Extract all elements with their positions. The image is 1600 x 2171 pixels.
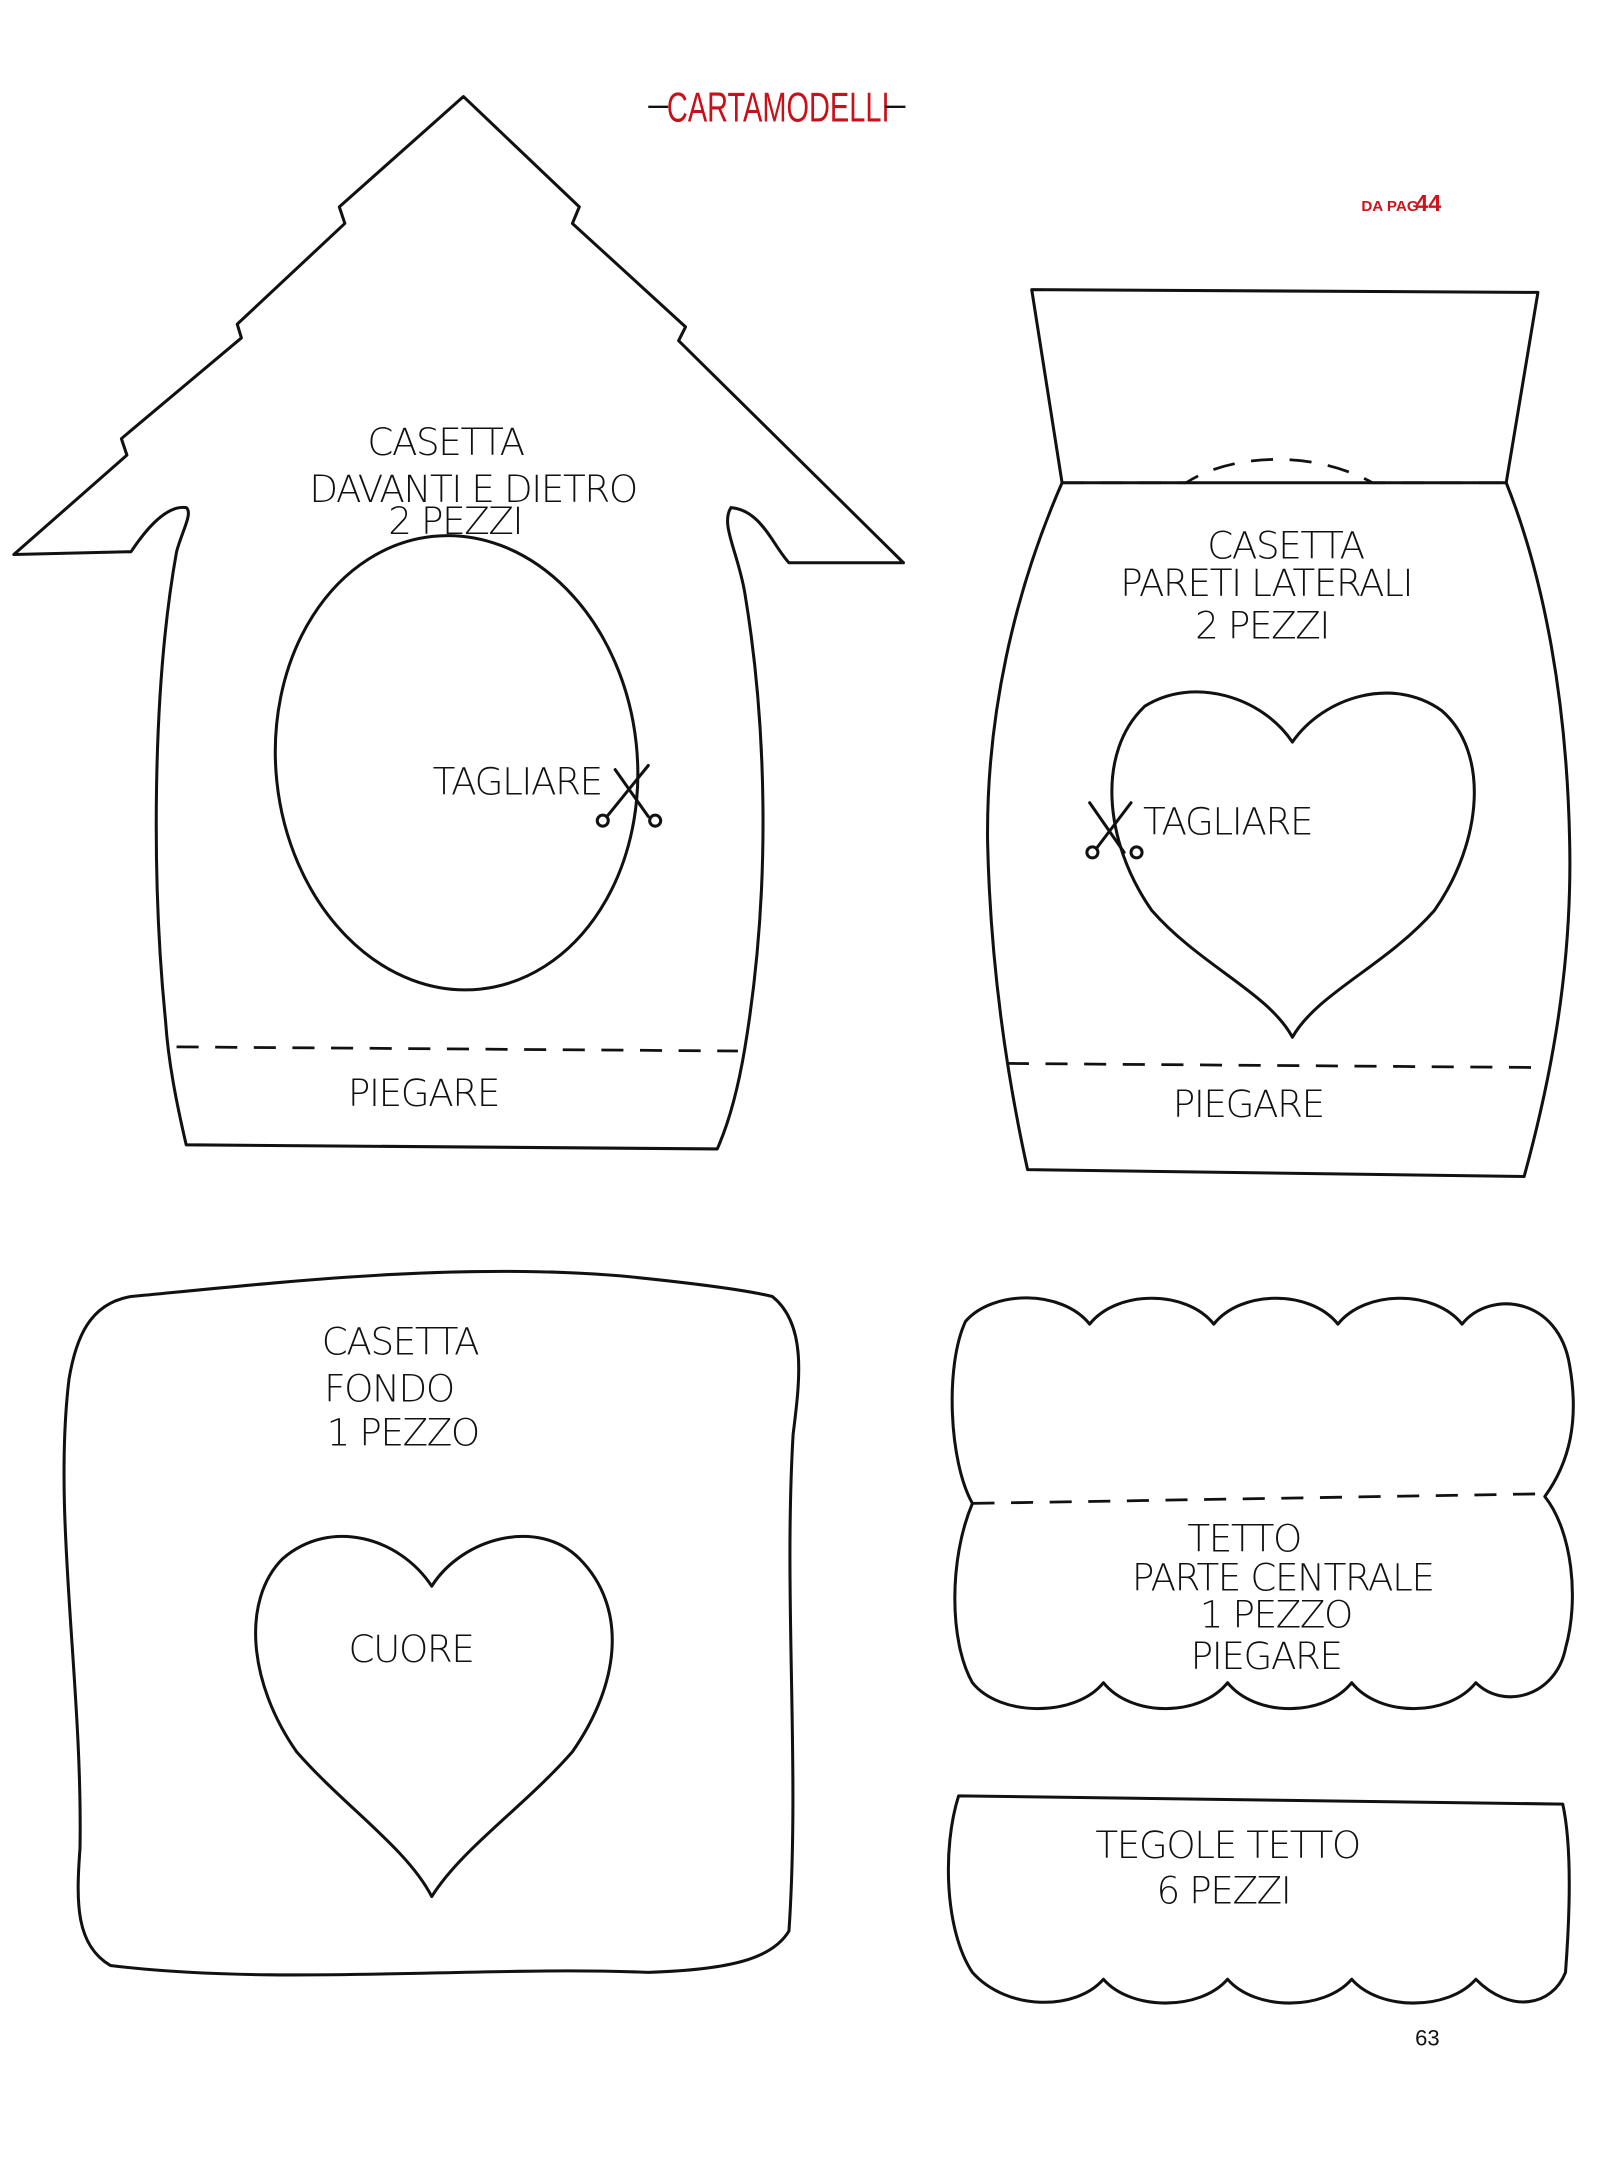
- piece-side-walls: CASETTA PARETI LATERALI 2 PEZZI TAGLIARE…: [986, 288, 1572, 1179]
- header-title: CARTAMODELLI: [667, 84, 890, 130]
- header-dash-right: –: [886, 84, 906, 124]
- front-back-line-1: CASETTA: [367, 420, 524, 464]
- roof-center-line-2: PARTE CENTRALE: [1132, 1555, 1434, 1599]
- header-dash-left: –: [648, 84, 668, 124]
- piece-roof-tiles: TEGOLE TETTO 6 PEZZI: [946, 1794, 1571, 2005]
- front-back-fold: PIEGARE: [348, 1071, 499, 1115]
- side-walls-cut: TAGLIARE: [1143, 799, 1312, 843]
- bottom-line-1: CASETTA: [322, 1319, 479, 1363]
- front-back-line-2: DAVANTI E DIETRO: [309, 467, 636, 511]
- side-walls-line-2: PARETI LATERALI: [1120, 561, 1412, 605]
- piece-bottom: CASETTA FONDO 1 PEZZO CUORE: [62, 1269, 801, 1977]
- piece-front-back: CASETTA DAVANTI E DIETRO 2 PEZZI TAGLIAR…: [12, 95, 905, 1151]
- scissors-icon: [1085, 801, 1144, 860]
- front-back-cut: TAGLIARE: [433, 759, 602, 803]
- roof-center-line-3: 1 PEZZO: [1200, 1593, 1352, 1637]
- bottom-heart-label: CUORE: [349, 1627, 474, 1671]
- side-walls-fold: PIEGARE: [1173, 1082, 1324, 1126]
- bottom-line-3: 1 PEZZO: [327, 1410, 479, 1454]
- piece-roof-center: TETTO PARTE CENTRALE 1 PEZZO PIEGARE: [950, 1296, 1575, 1710]
- ref-label: DA PAG: [1361, 198, 1418, 215]
- ref-page: 44: [1415, 190, 1441, 216]
- roof-tiles-line-2: 6 PEZZI: [1157, 1868, 1291, 1912]
- page-number: 63: [1415, 2025, 1440, 2050]
- roof-center-line-4: PIEGARE: [1191, 1634, 1342, 1678]
- roof-tiles-line-1: TEGOLE TETTO: [1095, 1823, 1359, 1867]
- front-back-line-3: 2 PEZZI: [388, 499, 522, 543]
- side-walls-line-3: 2 PEZZI: [1195, 604, 1329, 648]
- bottom-line-2: FONDO: [324, 1366, 454, 1410]
- roof-center-line-1: TETTO: [1187, 1517, 1301, 1561]
- scissors-icon: [595, 763, 663, 828]
- side-walls-line-1: CASETTA: [1207, 524, 1364, 568]
